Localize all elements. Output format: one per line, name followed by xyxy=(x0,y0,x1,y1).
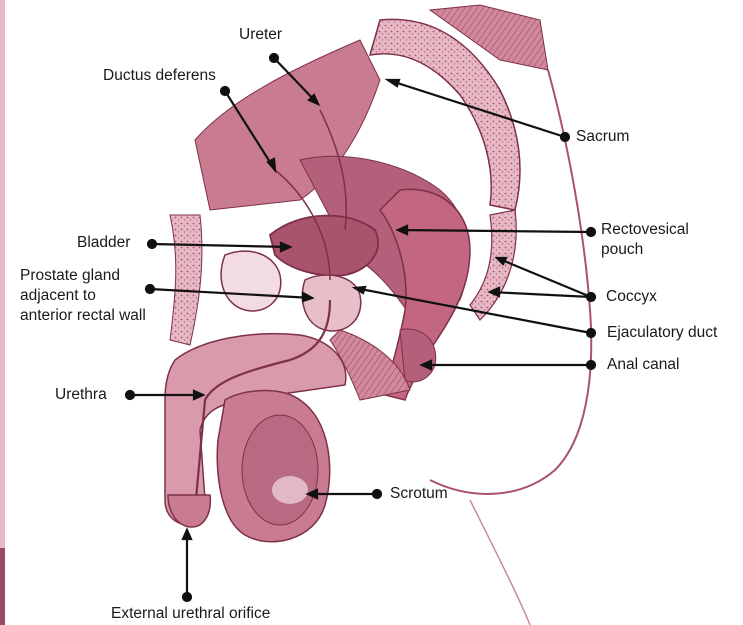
prostate xyxy=(302,275,360,331)
label-rectovesical-pouch: Rectovesical pouch xyxy=(601,220,689,260)
label-coccyx: Coccyx xyxy=(606,287,657,307)
coccyx-shape xyxy=(470,210,516,320)
label-prostate-gland: Prostate gland adjacent to anterior rect… xyxy=(20,266,146,326)
anterior-wall xyxy=(170,215,202,345)
label-scrotum: Scrotum xyxy=(390,484,448,504)
thigh-outline xyxy=(470,500,530,625)
label-anal-canal: Anal canal xyxy=(607,355,679,375)
glans xyxy=(168,495,210,527)
label-bladder: Bladder xyxy=(77,233,130,253)
label-urethra: Urethra xyxy=(55,385,107,405)
label-ureter: Ureter xyxy=(239,25,282,45)
pubic-bone xyxy=(221,251,281,311)
testis xyxy=(242,415,318,525)
label-ductus-deferens: Ductus deferens xyxy=(103,66,216,86)
label-external-urethral-orifice: External urethral orifice xyxy=(111,604,270,624)
label-sacrum: Sacrum xyxy=(576,127,629,147)
testis-highlight xyxy=(272,476,308,504)
label-ejaculatory-duct: Ejaculatory duct xyxy=(607,323,717,343)
